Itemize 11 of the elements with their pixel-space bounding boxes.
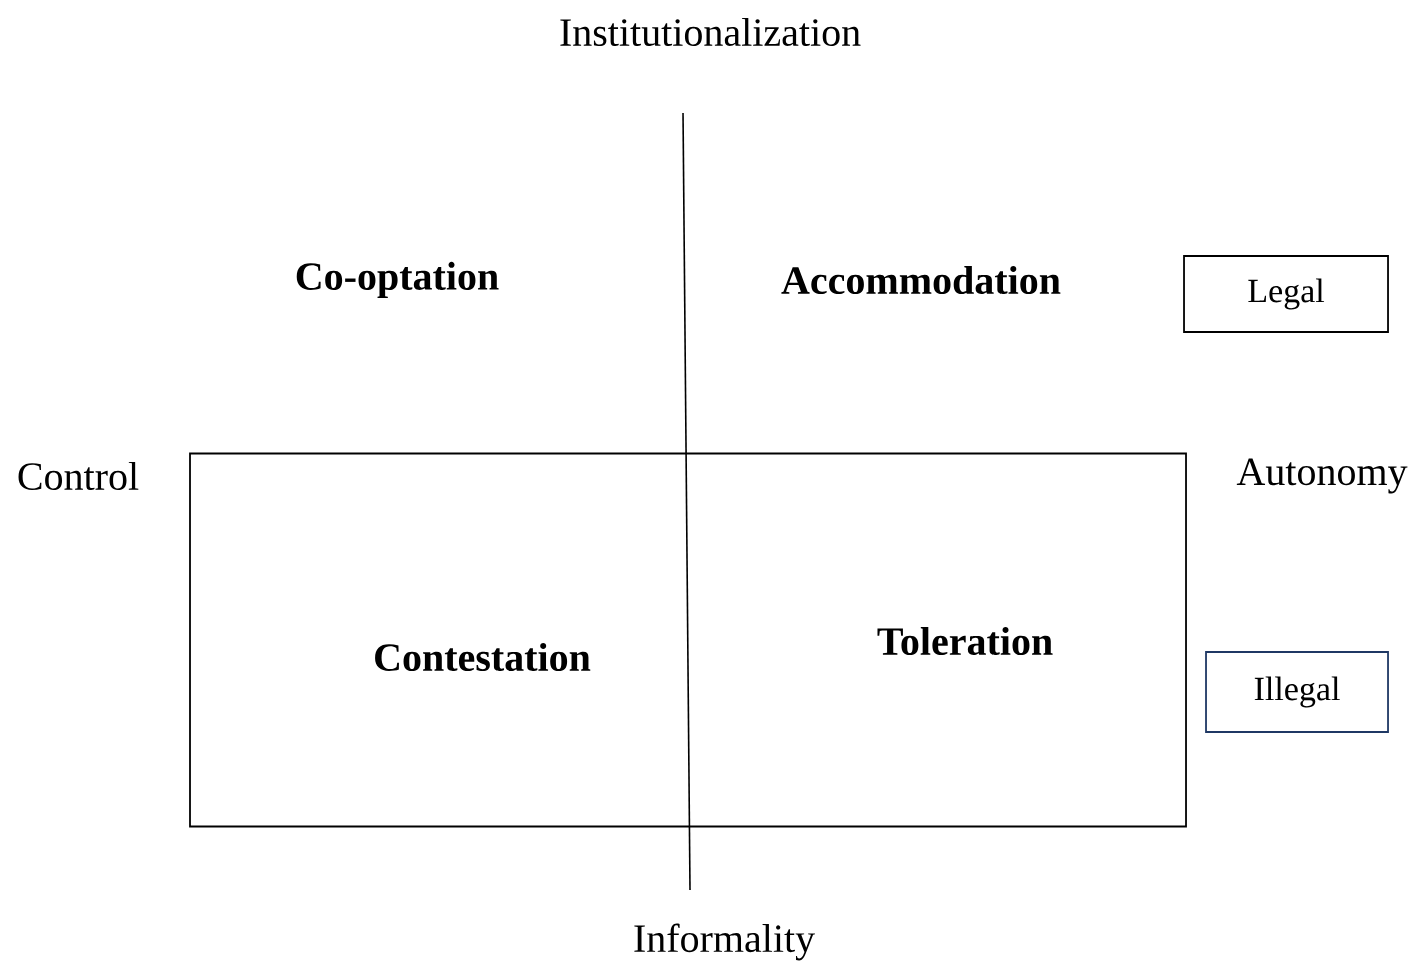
quadrant-label: Co-optation [296,261,499,299]
label-box: Illegal [1205,651,1389,733]
label-box: Legal [1183,255,1389,333]
axis-label: Institutionalization [560,17,861,47]
quadrant-box [189,452,1187,828]
quadrant-label: Contestation [375,642,591,672]
axis-label: Control [18,461,139,491]
axis-label: Autonomy [1236,458,1408,494]
quadrant-label: Accommodation [781,265,1061,295]
quadrant-label: Toleration [877,626,1053,656]
axis-label: Informality [634,923,815,961]
